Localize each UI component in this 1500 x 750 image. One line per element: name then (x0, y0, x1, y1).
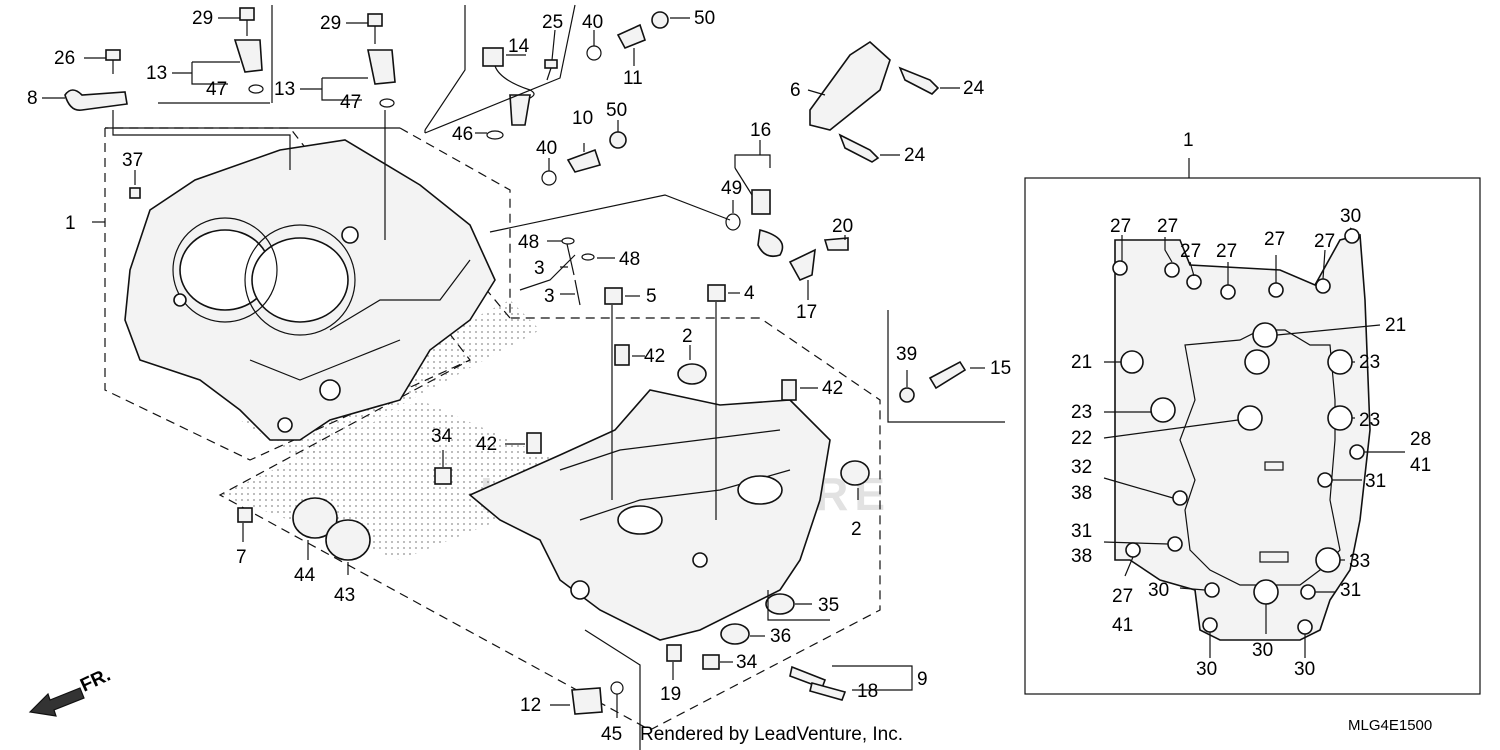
inset-label-41: 41 (1112, 615, 1133, 636)
small-parts (64, 7, 967, 715)
inset-label-41: 41 (1410, 455, 1431, 476)
inset-labels: 27 27 27 27 27 27 30 21 21 23 23 23 22 2… (1071, 206, 1431, 680)
label-50: 50 (606, 100, 627, 121)
inset-label-31: 31 (1340, 580, 1361, 601)
inset-label-27: 27 (1216, 241, 1237, 262)
leader-lines (42, 4, 1005, 750)
label-35: 35 (818, 595, 839, 616)
label-10: 10 (572, 108, 593, 129)
inset-label-38: 38 (1071, 546, 1092, 567)
label-9: 9 (917, 669, 928, 690)
label-46: 46 (452, 124, 473, 145)
label-19: 19 (660, 684, 681, 705)
label-44: 44 (294, 565, 316, 586)
inset-label-27: 27 (1264, 229, 1285, 250)
label-29: 29 (192, 8, 213, 29)
label-47: 47 (340, 92, 361, 113)
inset-label-30: 30 (1340, 206, 1361, 227)
footer-credit: Rendered by LeadVenture, Inc. (640, 724, 903, 745)
label-8: 8 (27, 88, 38, 109)
detail-inset (1024, 158, 1481, 695)
label-24: 24 (963, 78, 985, 99)
inset-label-30: 30 (1252, 640, 1273, 661)
label-42: 42 (822, 378, 843, 399)
label-14: 14 (508, 36, 530, 57)
label-26: 26 (54, 48, 75, 69)
label-50: 50 (694, 8, 715, 29)
label-3: 3 (544, 286, 555, 307)
upper-crankcase (124, 139, 496, 441)
label-48: 48 (518, 232, 539, 253)
label-15: 15 (990, 358, 1011, 379)
label-18: 18 (857, 681, 878, 702)
label-13: 13 (274, 79, 295, 100)
label-42: 42 (476, 434, 497, 455)
label-1: 1 (1183, 130, 1194, 151)
label-39: 39 (896, 344, 917, 365)
label-36: 36 (770, 626, 791, 647)
label-16: 16 (750, 120, 771, 141)
label-2: 2 (851, 519, 862, 540)
label-40: 40 (582, 12, 603, 33)
label-24: 24 (904, 145, 926, 166)
label-40: 40 (536, 138, 557, 159)
label-3: 3 (534, 258, 545, 279)
label-45: 45 (601, 724, 622, 745)
inset-label-28: 28 (1410, 429, 1431, 450)
label-12: 12 (520, 695, 541, 716)
inset-label-23: 23 (1359, 410, 1380, 431)
label-6: 6 (790, 80, 801, 101)
label-37: 37 (122, 150, 143, 171)
label-49: 49 (721, 178, 742, 199)
diagram-code: MLG4E1500 (1348, 717, 1432, 734)
inset-label-27: 27 (1180, 241, 1201, 262)
inset-label-27: 27 (1157, 216, 1178, 237)
label-34: 34 (736, 652, 758, 673)
inset-label-21: 21 (1385, 315, 1406, 336)
front-direction-arrow: FR. (28, 665, 114, 717)
label-7: 7 (236, 547, 247, 568)
inset-label-27: 27 (1110, 216, 1131, 237)
inset-label-22: 22 (1071, 428, 1092, 449)
label-34: 34 (431, 426, 453, 447)
inset-label-30: 30 (1294, 659, 1315, 680)
inset-label-32: 32 (1071, 457, 1092, 478)
inset-label-27: 27 (1112, 586, 1133, 607)
inset-label-23: 23 (1359, 352, 1380, 373)
inset-label-30: 30 (1196, 659, 1217, 680)
label-43: 43 (334, 585, 355, 606)
label-42: 42 (644, 346, 665, 367)
label-13: 13 (146, 63, 167, 84)
label-29: 29 (320, 13, 341, 34)
label-4: 4 (744, 283, 755, 304)
label-2: 2 (682, 326, 693, 347)
lower-crankcase (468, 389, 831, 641)
inset-label-31: 31 (1365, 471, 1386, 492)
inset-label-31: 31 (1071, 521, 1092, 542)
front-direction-label: FR. (77, 665, 114, 697)
inset-label-23: 23 (1071, 402, 1092, 423)
label-25: 25 (542, 12, 563, 33)
inset-label-21: 21 (1071, 352, 1092, 373)
part-labels: 29 29 26 13 13 47 47 8 25 14 46 40 40 11… (27, 8, 1194, 745)
inset-label-38: 38 (1071, 483, 1092, 504)
label-11: 11 (623, 68, 643, 89)
label-47: 47 (206, 79, 227, 100)
inset-label-27: 27 (1314, 231, 1335, 252)
label-48: 48 (619, 249, 640, 270)
label-17: 17 (796, 302, 817, 323)
label-5: 5 (646, 286, 657, 307)
inset-label-33: 33 (1349, 551, 1370, 572)
label-20: 20 (832, 216, 853, 237)
label-1: 1 (65, 213, 76, 234)
inset-label-30: 30 (1148, 580, 1169, 601)
